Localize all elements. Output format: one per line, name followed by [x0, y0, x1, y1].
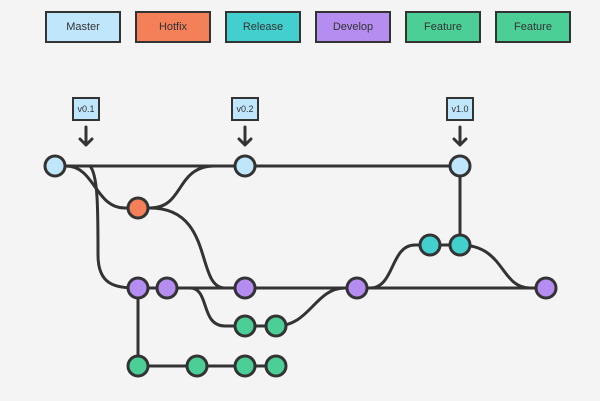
legend-release-label: Release [242, 21, 284, 33]
commit-feature-a-2 [185, 354, 209, 378]
develop-branch-out [88, 164, 140, 290]
legend-master: Master [45, 11, 121, 43]
legend-feature-2: Feature [495, 11, 571, 43]
commit-develop-1 [126, 276, 150, 300]
commit-master-1 [43, 154, 67, 178]
commit-feature-a-4 [264, 354, 288, 378]
commit-feature-a-3 [233, 354, 257, 378]
tag-v0-2-label: v0.2 [236, 104, 254, 114]
legend-develop: Develop [315, 11, 391, 43]
commit-release-1 [418, 233, 442, 257]
arrow-v0-1 [78, 125, 94, 147]
legend-develop-label: Develop [332, 21, 374, 33]
commit-develop-4 [345, 276, 369, 300]
legend-feature-2-label: Feature [514, 21, 552, 33]
tag-v0-2: v0.2 [231, 97, 259, 121]
hotfix-merge-master [148, 164, 217, 210]
feature-branch-b-out [188, 286, 278, 328]
tag-v1-0-label: v1.0 [451, 104, 469, 114]
tag-v1-0: v1.0 [446, 97, 474, 121]
feature-branch-b-merge [274, 286, 347, 328]
release-merge-develop [458, 243, 532, 290]
commit-feature-b-1 [233, 314, 257, 338]
commit-feature-a-1 [126, 354, 150, 378]
arrow-v0-2 [237, 125, 253, 147]
commit-master-2 [233, 154, 257, 178]
legend-feature: Feature [405, 11, 481, 43]
commit-hotfix-1 [126, 196, 150, 220]
tag-arrows [78, 125, 468, 147]
commit-develop-2 [155, 276, 179, 300]
commit-feature-b-2 [264, 314, 288, 338]
legend-hotfix-label: Hotfix [158, 21, 188, 33]
legend-release: Release [225, 11, 301, 43]
legend-master-label: Master [66, 21, 100, 33]
hotfix-merge-develop [148, 206, 227, 290]
hotfix-branch-out [64, 164, 140, 210]
commit-master-3 [448, 154, 472, 178]
tag-v0-1: v0.1 [72, 97, 100, 121]
legend-hotfix: Hotfix [135, 11, 211, 43]
commit-develop-5 [534, 276, 558, 300]
commit-develop-3 [233, 276, 257, 300]
tag-v0-1-label: v0.1 [77, 104, 95, 114]
commit-release-2 [448, 233, 472, 257]
arrow-v1-0 [452, 125, 468, 147]
release-branch-out [368, 243, 462, 290]
legend-feature-label: Feature [424, 21, 462, 33]
